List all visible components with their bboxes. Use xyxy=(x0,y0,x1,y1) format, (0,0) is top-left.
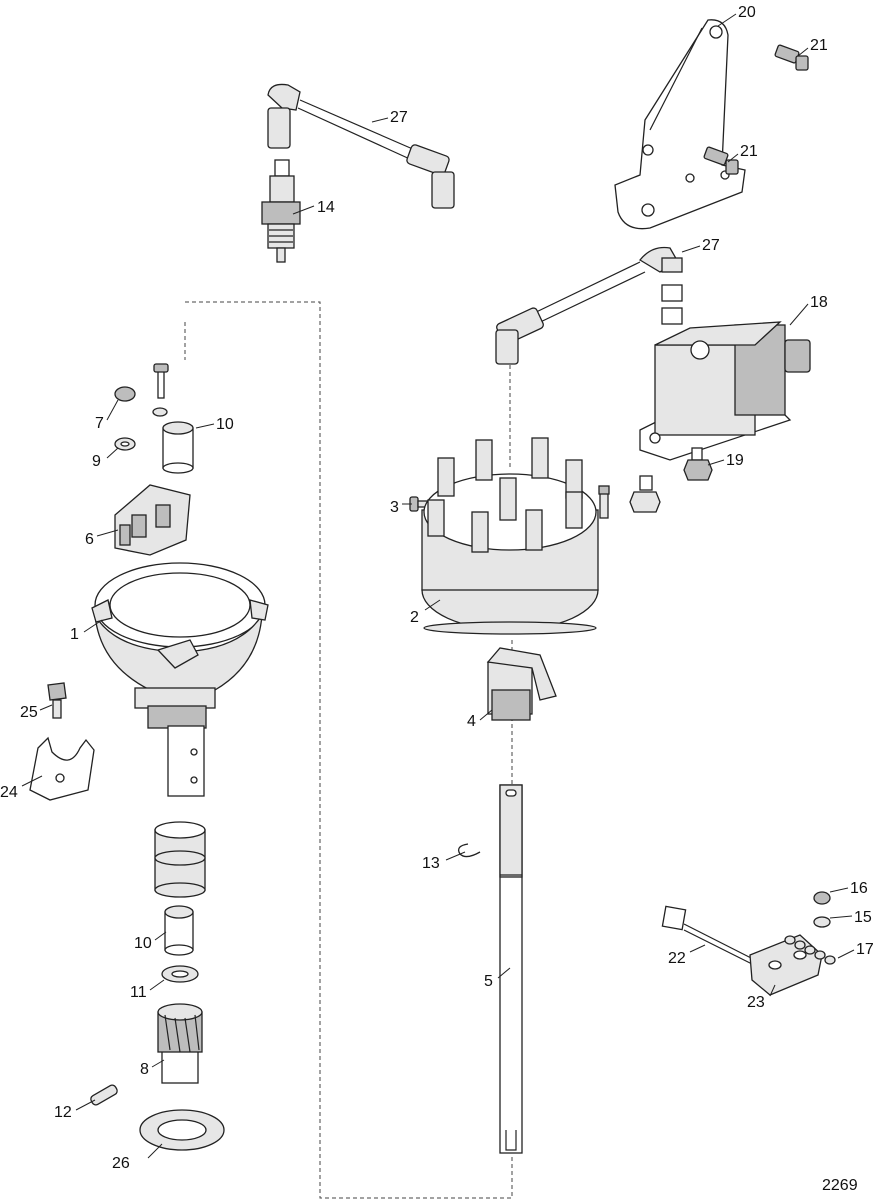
drive-gear xyxy=(157,1003,203,1084)
small-washer xyxy=(152,407,168,417)
callout-13: 13 xyxy=(422,855,440,872)
coil-wire xyxy=(495,246,683,365)
callout-22: 22 xyxy=(668,950,686,967)
assembly-dashed-line xyxy=(185,301,513,1199)
callout-8: 8 xyxy=(140,1061,149,1078)
callout-26: 26 xyxy=(112,1155,130,1172)
bushing-top xyxy=(162,421,194,474)
pickup-module xyxy=(114,484,191,556)
callout-27-right: 27 xyxy=(702,237,720,254)
callout-24: 24 xyxy=(0,784,18,801)
mounting-plate xyxy=(749,934,823,996)
callout-27-top: 27 xyxy=(390,109,408,126)
callout-5: 5 xyxy=(484,973,493,990)
distributor-housing xyxy=(91,562,269,729)
distributor-shaft xyxy=(499,784,523,1154)
callout-23: 23 xyxy=(747,994,765,1011)
ignition-coil xyxy=(639,321,811,461)
cap-screw-right xyxy=(598,485,610,519)
callout-6: 6 xyxy=(85,531,94,548)
large-washer xyxy=(139,1109,225,1151)
leader-lines xyxy=(21,13,855,1159)
spark-plug-wire-top xyxy=(267,83,455,209)
thrust-washer xyxy=(161,965,199,983)
callout-20: 20 xyxy=(738,4,756,21)
housing-shaft-tube xyxy=(167,725,205,797)
callout-7: 7 xyxy=(95,415,104,432)
callout-11: 11 xyxy=(130,984,147,1001)
callout-4: 4 xyxy=(467,713,476,730)
coil-nut xyxy=(629,475,661,513)
callout-19: 19 xyxy=(726,452,744,469)
callout-16: 16 xyxy=(850,880,868,897)
top-screw xyxy=(153,363,169,399)
clamp-bolt xyxy=(47,682,67,719)
coil-bolt xyxy=(683,447,713,481)
callout-15: 15 xyxy=(854,909,872,926)
coil-bracket xyxy=(614,19,746,230)
washer xyxy=(114,437,136,451)
callout-10-lower: 10 xyxy=(134,935,152,952)
shaft-seal xyxy=(154,821,206,898)
callout-2: 2 xyxy=(410,609,419,626)
terminal-strip xyxy=(661,905,756,965)
roll-pin xyxy=(90,1084,118,1106)
distributor-cap xyxy=(421,437,599,635)
callout-3: 3 xyxy=(390,499,399,516)
callout-17: 17 xyxy=(856,941,874,958)
washer-chain xyxy=(784,935,836,965)
callout-18: 18 xyxy=(810,294,828,311)
hold-down-clamp xyxy=(29,736,95,801)
bracket-bolt-top xyxy=(774,44,809,71)
callout-1: 1 xyxy=(70,626,79,643)
bushing-lower xyxy=(164,905,194,956)
callout-21-side: 21 xyxy=(740,143,758,160)
callout-14: 14 xyxy=(317,199,335,216)
callout-25: 25 xyxy=(20,704,38,721)
screw-small xyxy=(813,891,831,905)
figure-number: 2269 xyxy=(822,1177,858,1194)
spark-plug xyxy=(261,159,301,263)
lock-washer-small xyxy=(813,916,831,928)
callout-12: 12 xyxy=(54,1104,72,1121)
retaining-clip xyxy=(457,843,481,858)
bracket-bolt-side xyxy=(703,146,739,175)
rotor xyxy=(486,647,557,721)
callout-9: 9 xyxy=(92,453,101,470)
nut xyxy=(114,386,136,402)
callout-10-top: 10 xyxy=(216,416,234,433)
callout-21-top: 21 xyxy=(810,37,828,54)
